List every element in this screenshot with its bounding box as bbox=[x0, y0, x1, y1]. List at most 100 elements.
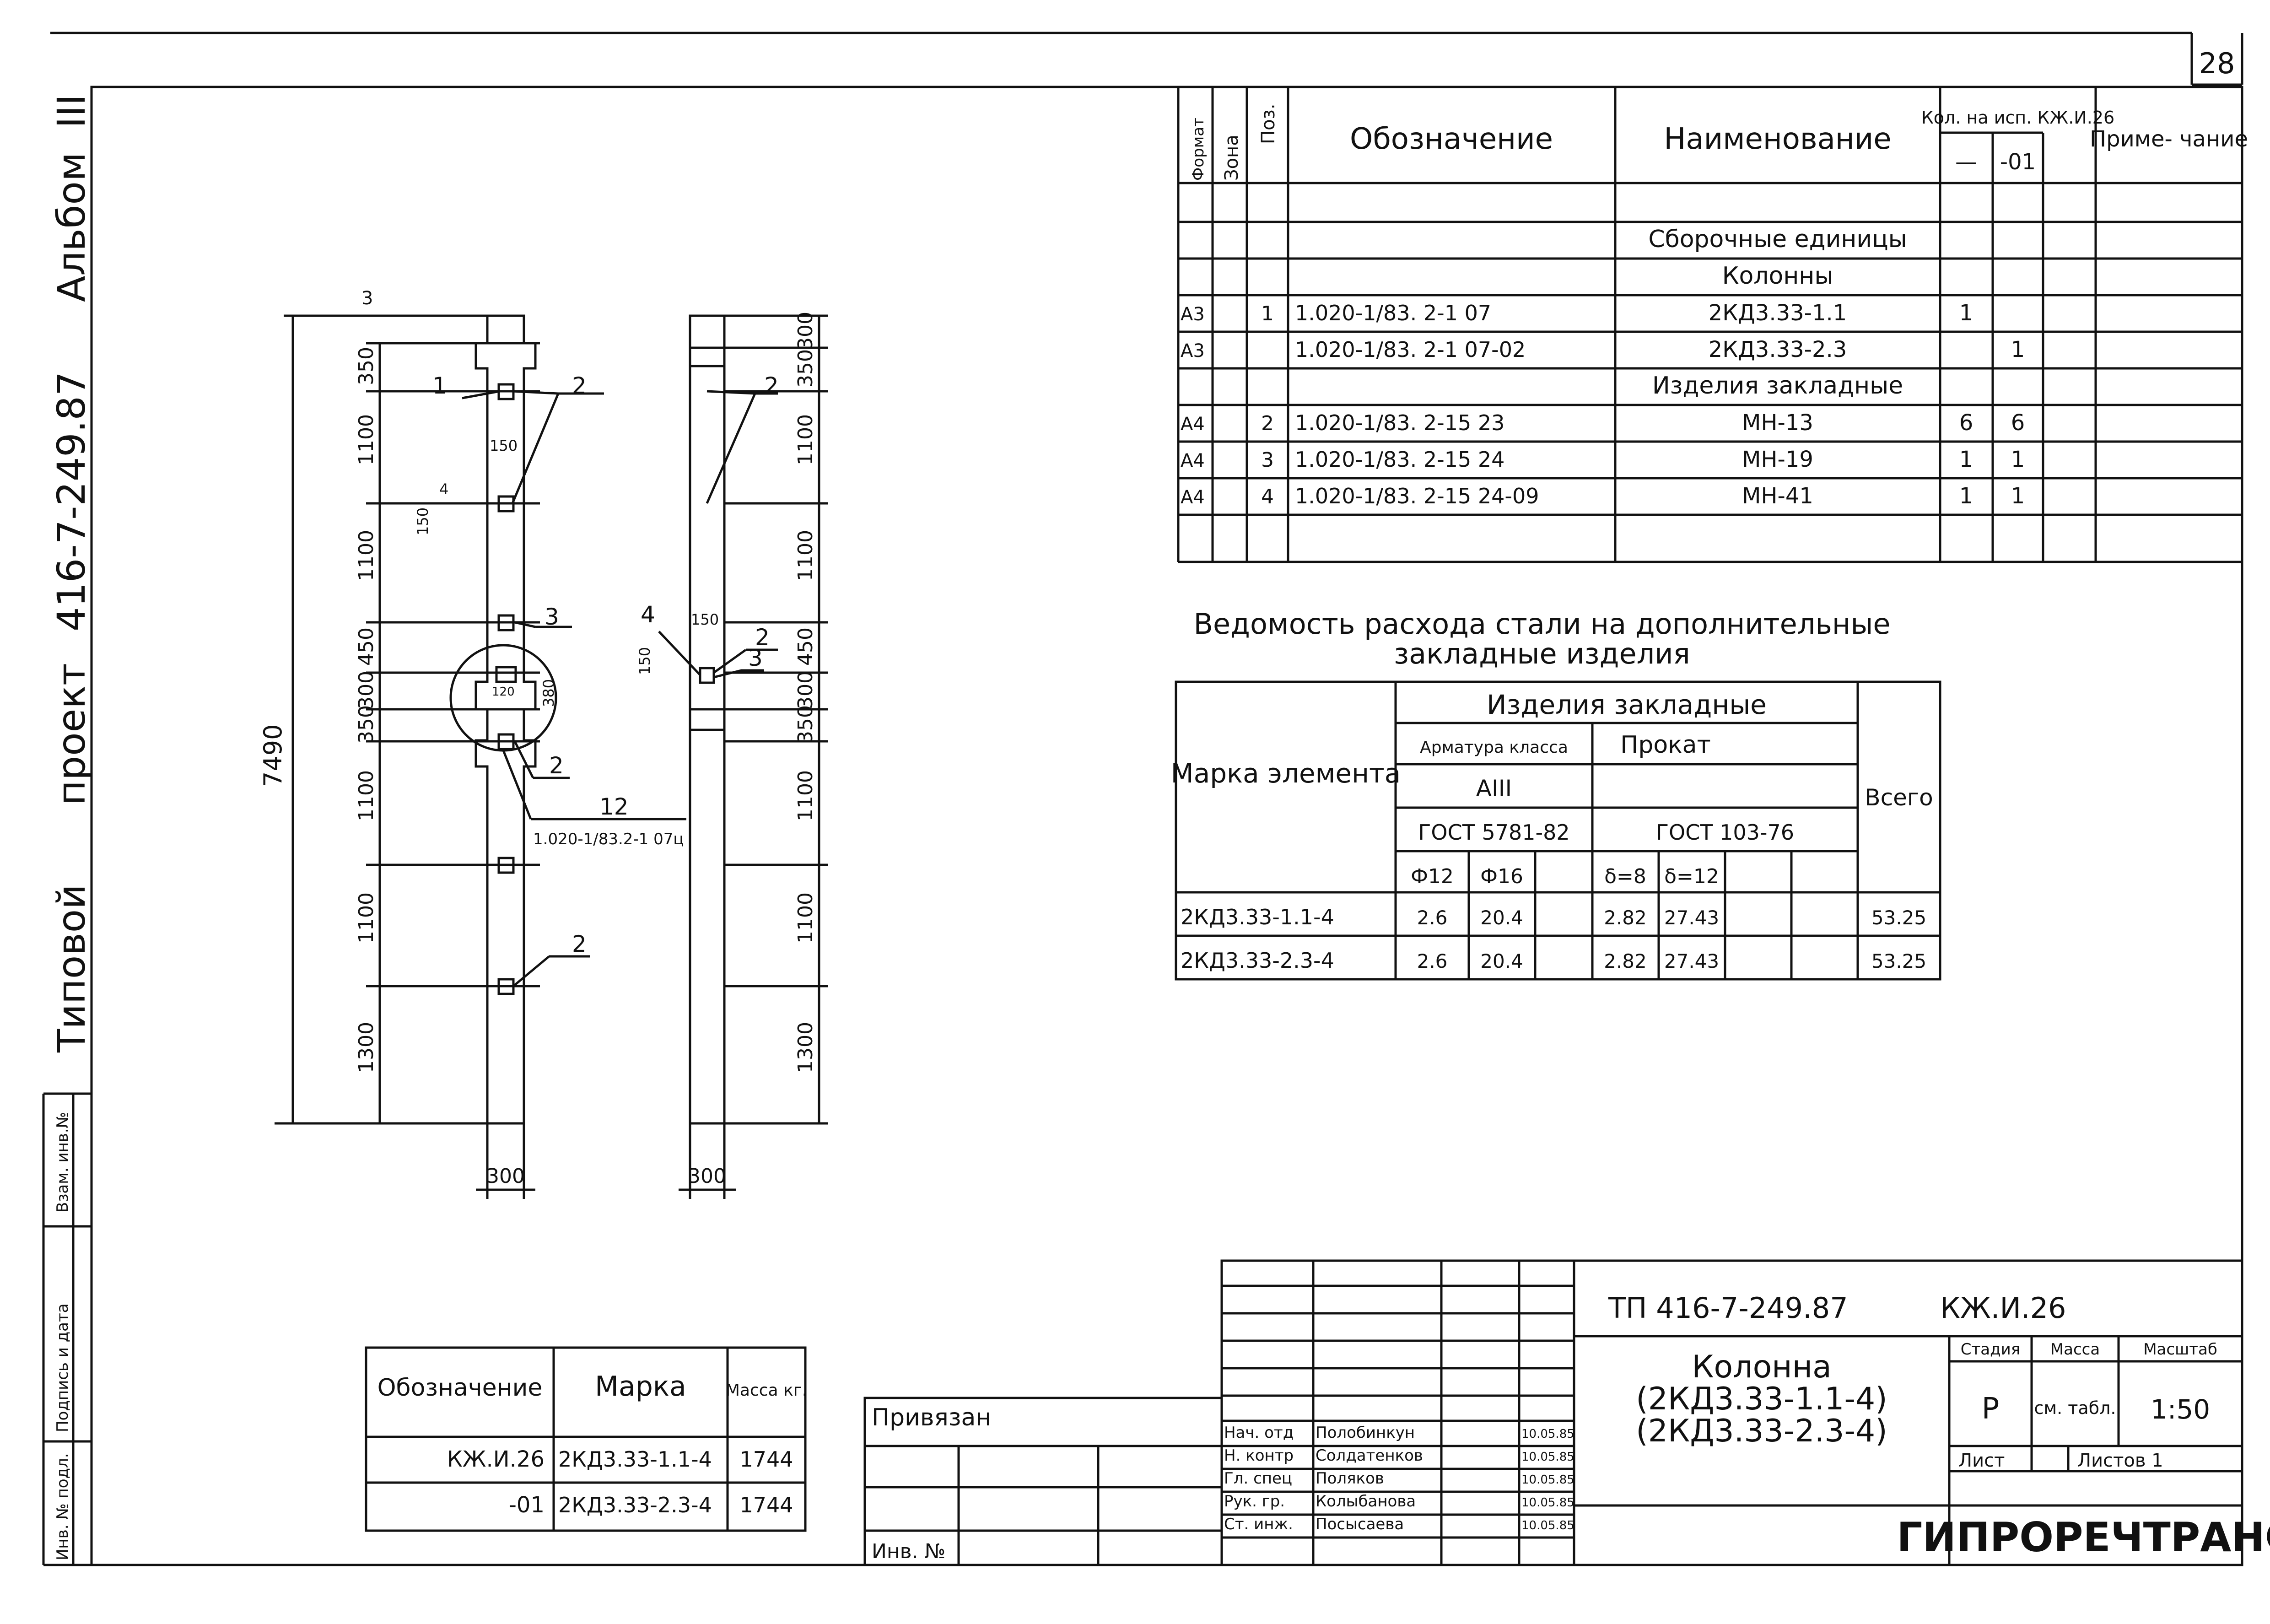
spec-name-cell: МН-13 bbox=[1742, 410, 1813, 436]
inv-label: Инв. № bbox=[872, 1540, 945, 1563]
spec-header-note: Приме- чание bbox=[2090, 126, 2248, 152]
tb-sheet-code: КЖ.И.26 bbox=[1940, 1291, 2066, 1325]
steel-mark-cell: 2КД3.33-2.3-4 bbox=[1181, 948, 1334, 973]
steel-rebar-header: Арматура класса bbox=[1420, 738, 1568, 757]
tb-scale-header: Масштаб bbox=[2143, 1340, 2217, 1359]
steel-rebar-class: АIII bbox=[1476, 775, 1512, 802]
dim-side: 1100 bbox=[794, 892, 817, 944]
steel-rebar-gost: ГОСТ 5781-82 bbox=[1418, 820, 1569, 845]
side-dim-150: 150 bbox=[691, 611, 719, 628]
dim-150-top: 150 bbox=[490, 437, 518, 454]
dim-side: 1100 bbox=[794, 414, 817, 465]
spec-section-columns: Колонны bbox=[1722, 262, 1833, 290]
mark-header-des: Обозначение bbox=[377, 1374, 543, 1402]
pos-label-2-bottom: 2 bbox=[572, 931, 587, 957]
mark-mass-cell: 1744 bbox=[739, 1493, 793, 1517]
spec-qty1-cell: 1 bbox=[1959, 483, 1973, 509]
spec-pos-cell: 4 bbox=[1261, 485, 1274, 508]
ref-label: 1.020-1/83.2-1 07ц bbox=[533, 830, 684, 848]
sig-date: 10.05.85 bbox=[1521, 1496, 1574, 1510]
steel-col-header: δ=8 bbox=[1604, 865, 1646, 888]
tb-sheets-label: Листов 1 bbox=[2077, 1450, 2163, 1471]
tb-name-2: (2КД3.33-1.1-4) bbox=[1636, 1381, 1887, 1417]
mark-header-mark: Марка bbox=[595, 1370, 686, 1403]
spec-header-qty-col1: — bbox=[1955, 149, 1977, 175]
sig-role: Рук. гр. bbox=[1224, 1492, 1285, 1511]
steel-value-cell: 27.43 bbox=[1664, 950, 1719, 972]
spec-format-cell: А4 bbox=[1181, 414, 1205, 435]
sig-role: Н. контр bbox=[1224, 1446, 1294, 1465]
steel-value-cell: 2.6 bbox=[1417, 906, 1448, 929]
spec-header-qty: Кол. на исп. КЖ.И.26 bbox=[1921, 108, 2114, 128]
steel-value-cell: 27.43 bbox=[1664, 906, 1719, 929]
spec-qty1-cell: 6 bbox=[1959, 410, 1973, 436]
sig-name: Солдатенков bbox=[1316, 1446, 1423, 1465]
pos-label-12: 12 bbox=[599, 793, 629, 820]
steel-col-header: Ф12 bbox=[1411, 865, 1454, 888]
spec-qty2-cell: 1 bbox=[2011, 337, 2025, 362]
dim-4: 4 bbox=[439, 480, 448, 498]
side-pos-label-2-mid: 2 bbox=[755, 624, 770, 651]
sig-role: Ст. инж. bbox=[1224, 1515, 1293, 1533]
dim-150-left: 150 bbox=[414, 507, 431, 535]
project-code: 416-7-249.87 bbox=[49, 372, 94, 631]
side-dim-150-left: 150 bbox=[636, 647, 653, 675]
spec-qty2-cell: 1 bbox=[2011, 447, 2025, 472]
dim-side: 350 bbox=[794, 349, 817, 388]
tb-mass: см. табл. bbox=[2034, 1398, 2116, 1418]
sig-name: Поляков bbox=[1316, 1469, 1384, 1488]
page-number: 28 bbox=[2199, 47, 2235, 80]
dim-front: 300 bbox=[355, 671, 378, 709]
dim-width-side: 300 bbox=[688, 1165, 726, 1188]
steel-value-cell: 20.4 bbox=[1480, 906, 1523, 929]
mark-header-mass: Масса кг. bbox=[726, 1381, 807, 1400]
steel-total-cell: 53.25 bbox=[1871, 906, 1926, 929]
steel-profile-gost: ГОСТ 103-76 bbox=[1656, 820, 1794, 845]
tb-stage: Р bbox=[1982, 1392, 2000, 1426]
dim-side: 350 bbox=[794, 705, 817, 744]
dim-total-height: 7490 bbox=[259, 724, 287, 787]
steel-mark-header: Марка элемента bbox=[1171, 758, 1401, 789]
mark-mass-cell: 1744 bbox=[739, 1447, 793, 1472]
spec-designation-cell: 1.020-1/83. 2-15 23 bbox=[1295, 410, 1504, 435]
dim-side: 1100 bbox=[794, 530, 817, 581]
steel-mark-cell: 2КД3.33-1.1-4 bbox=[1181, 905, 1334, 929]
dim-side: 1100 bbox=[794, 770, 817, 821]
steel-value-cell: 2.6 bbox=[1417, 950, 1448, 972]
side-pos-label-4: 4 bbox=[641, 601, 655, 628]
dim-front: 1100 bbox=[355, 530, 378, 581]
steel-group-header: Изделия закладные bbox=[1487, 689, 1767, 720]
spec-header-pos: Поз. bbox=[1258, 103, 1279, 144]
mark-table: Обозначение Марка Масса кг. КЖ.И.26 2КД3.… bbox=[365, 1346, 807, 1532]
steel-col-header: δ=12 bbox=[1664, 865, 1719, 888]
spec-section-assembly: Сборочные единицы bbox=[1648, 226, 1907, 253]
tb-code: ТП 416-7-249.87 bbox=[1608, 1291, 1848, 1325]
binding-stamp: Привязан Инв. № bbox=[863, 1397, 1223, 1566]
spec-pos-cell: 1 bbox=[1261, 302, 1274, 325]
sig-name: Посысаева bbox=[1316, 1515, 1404, 1533]
mark-des-cell: КЖ.И.26 bbox=[447, 1446, 545, 1472]
spec-format-cell: А4 bbox=[1181, 450, 1205, 471]
pos-label-2-mid: 2 bbox=[549, 752, 564, 779]
dim-side: 300 bbox=[794, 312, 817, 350]
dim-120: 120 bbox=[492, 685, 515, 699]
sig-date: 10.05.85 bbox=[1521, 1427, 1574, 1441]
pos-label-2-top: 2 bbox=[572, 372, 587, 399]
tb-sheet-label: Лист bbox=[1958, 1450, 2005, 1471]
dim-front: 450 bbox=[355, 627, 378, 666]
tb-name-1: Колонна bbox=[1692, 1349, 1832, 1385]
mark-mark-cell: 2КД3.33-2.3-4 bbox=[558, 1493, 712, 1517]
spec-header-zone: Зона bbox=[1221, 135, 1242, 181]
spec-header-designation: Обозначение bbox=[1350, 122, 1553, 156]
spec-designation-cell: 1.020-1/83. 2-1 07 bbox=[1295, 301, 1491, 325]
title-block: ТП 416-7-249.87 КЖ.И.26 Колонна (2КД3.33… bbox=[1220, 1259, 2270, 1566]
steel-profile-header: Прокат bbox=[1620, 731, 1711, 759]
steel-value-cell: 2.82 bbox=[1604, 950, 1647, 972]
sig-name: Колыбанова bbox=[1316, 1492, 1416, 1511]
mark-des-cell: -01 bbox=[509, 1492, 545, 1518]
pos-label-1: 1 bbox=[432, 372, 447, 399]
